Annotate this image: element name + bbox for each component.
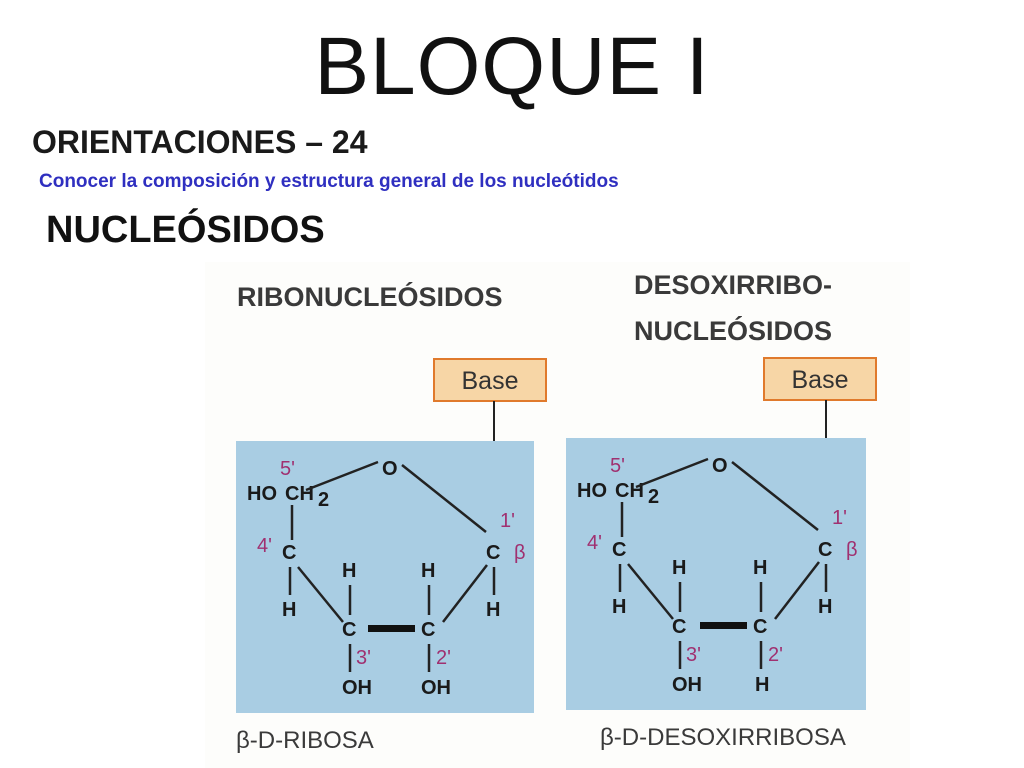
right-c1: C (818, 539, 832, 561)
right-c3: C (672, 616, 686, 638)
right-heading-line2: NUCLEÓSIDOS (634, 315, 832, 346)
left-beta: β (514, 542, 526, 564)
left-ring-o: O (382, 458, 398, 480)
right-sugar-panel (566, 438, 866, 710)
right-c4: C (612, 539, 626, 561)
right-h1: H (818, 596, 832, 618)
right-ring-o: O (712, 455, 728, 477)
section-title: NUCLEÓSIDOS (46, 209, 325, 251)
right-deoxyribose-structure: 5' HO CH 2 O 4' C H H C 3' OH H C 2' H 1… (577, 455, 858, 696)
left-pos-4: 4' (257, 535, 272, 557)
right-c3-sub: OH (672, 674, 702, 696)
left-base-label: Base (462, 367, 519, 395)
right-c2-sub: H (755, 674, 769, 696)
subheading: ORIENTACIONES – 24 (32, 124, 368, 160)
left-pos-1: 1' (500, 510, 515, 532)
right-pos-5: 5' (610, 455, 625, 477)
right-c2: C (753, 616, 767, 638)
left-h4: H (282, 599, 296, 621)
right-h2-top: H (753, 557, 767, 579)
left-ribose-structure: 5' HO CH 2 O 4' C H H C 3' OH H C 2' OH … (247, 458, 526, 699)
right-heading-line1: DESOXIRRIBO- (634, 270, 832, 300)
right-pos-3: 3' (686, 644, 701, 666)
right-ch2: CH (615, 480, 644, 502)
right-caption: β-D-DESOXIRRIBOSA (600, 724, 846, 751)
slide-title: BLOQUE I (314, 21, 710, 112)
right-base-label: Base (792, 366, 849, 394)
left-c3-c2-bond (368, 625, 415, 632)
right-h4: H (612, 596, 626, 618)
right-beta: β (846, 539, 858, 561)
left-pos-2: 2' (436, 647, 451, 669)
right-pos-4: 4' (587, 532, 602, 554)
right-ch2-sub: 2 (648, 486, 659, 508)
right-base-box (763, 357, 877, 401)
left-c3-sub: OH (342, 677, 372, 699)
right-h3-top: H (672, 557, 686, 579)
right-pos-2: 2' (768, 644, 783, 666)
right-pos-1: 1' (832, 507, 847, 529)
left-h1: H (486, 599, 500, 621)
left-h3-top: H (342, 560, 356, 582)
right-ho: HO (577, 480, 607, 502)
left-c3: C (342, 619, 356, 641)
left-caption: β-D-RIBOSA (236, 727, 374, 754)
left-ch2-sub: 2 (318, 489, 329, 511)
left-c1: C (486, 542, 500, 564)
left-pos-5: 5' (280, 458, 295, 480)
left-h2-top: H (421, 560, 435, 582)
objective-text: Conocer la composición y estructura gene… (39, 171, 619, 192)
left-sugar-panel (236, 441, 534, 713)
left-c2-sub: OH (421, 677, 451, 699)
left-pos-3: 3' (356, 647, 371, 669)
left-c4: C (282, 542, 296, 564)
left-ho: HO (247, 483, 277, 505)
left-base-box (433, 358, 547, 402)
right-c3-c2-bond (700, 622, 747, 629)
left-heading: RIBONUCLEÓSIDOS (237, 281, 503, 312)
left-ch2: CH (285, 483, 314, 505)
left-c2: C (421, 619, 435, 641)
